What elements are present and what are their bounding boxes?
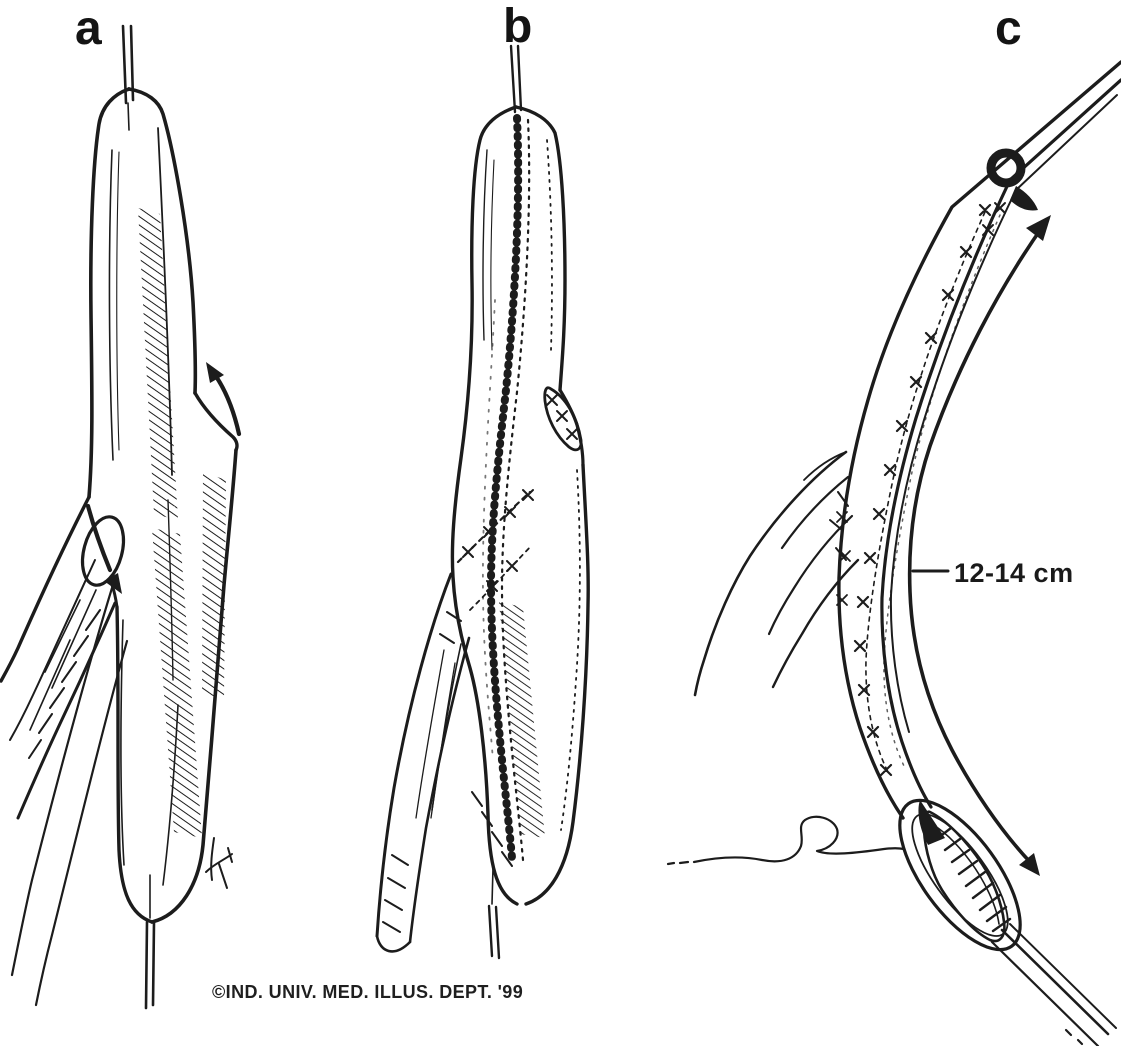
stenting-wire-top-b	[509, 44, 523, 114]
stenting-wire-bottom-b	[487, 867, 501, 960]
vein-graft-outline-b	[450, 105, 590, 906]
artist-monogram	[205, 837, 233, 889]
graft-open-end-with-dilator	[898, 798, 1117, 1046]
stenting-wire-bottom-a	[144, 874, 156, 1010]
curved-arrow-up-icon	[206, 362, 242, 437]
vascular-pedicle-c	[693, 450, 860, 697]
panel-label-c: c	[995, 2, 1022, 55]
vein-surface-lines-a	[108, 127, 179, 886]
ligated-branch-stub-b	[543, 386, 583, 452]
panel-c-graft-in-situ: c 12-14 cm	[666, 2, 1121, 1046]
panel-b-vein-graft-sutured: b	[375, 0, 590, 960]
dilator-tip	[918, 800, 945, 845]
adventitia-hatching-a	[138, 208, 226, 838]
double-headed-arrow-icon	[907, 215, 1051, 876]
branch-stub-open-b	[375, 572, 471, 953]
adventitia-hatching-b	[471, 602, 545, 867]
panel-a-vein-graft-harvested: a	[0, 2, 242, 1010]
panel-label-b: b	[503, 0, 532, 53]
dilator-shaft	[1000, 928, 1110, 1036]
curved-arrow-down-icon	[85, 503, 122, 594]
suture-thread-loop	[666, 815, 906, 866]
vein-surface-lines-b	[482, 139, 581, 831]
vein-graft-outline-a	[87, 87, 239, 924]
measurement-callout: 12-14 cm	[911, 558, 1074, 588]
suture-knot-top-c	[982, 148, 1038, 236]
measurement-label: 12-14 cm	[954, 558, 1074, 588]
running-suture-chain-c	[853, 203, 1001, 777]
side-branch-open-a	[0, 495, 129, 1007]
running-suture-line-b	[481, 114, 531, 862]
diagonal-suture-lines-b	[456, 489, 534, 611]
panel-label-a: a	[75, 2, 102, 55]
credit-line: ©IND. UNIV. MED. ILLUS. DEPT. '99	[212, 982, 523, 1002]
